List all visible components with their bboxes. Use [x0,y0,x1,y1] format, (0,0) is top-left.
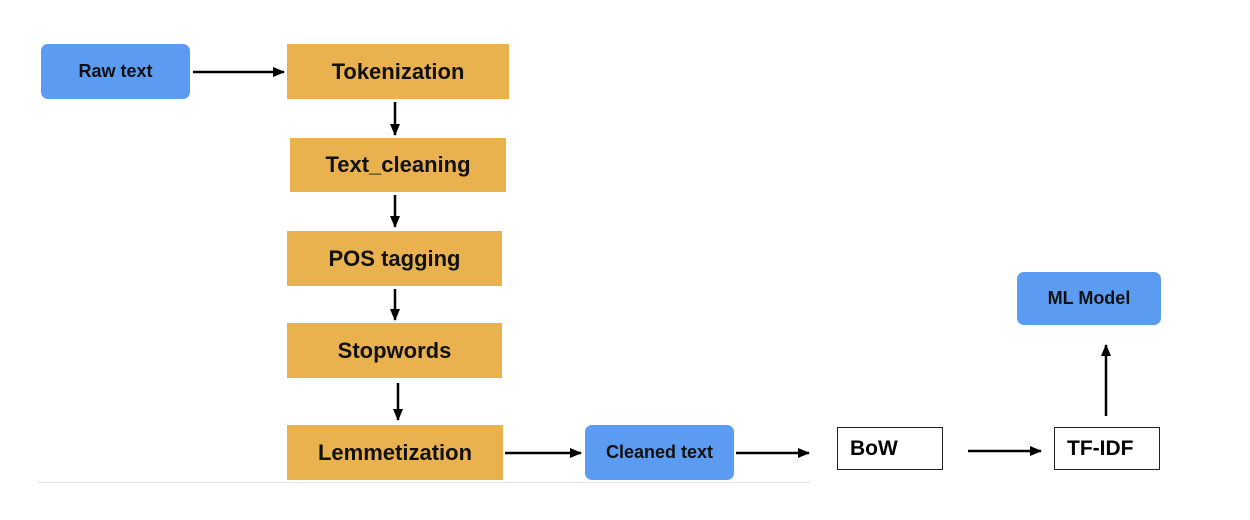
bow-label: BoW [850,436,898,460]
cleaned-text-node: Cleaned text [585,425,734,480]
stopwords-label: Stopwords [337,337,452,363]
pos-tagging-label: POS tagging [328,245,461,271]
lemmetization-node: Lemmetization [287,425,503,480]
raw-text-label: Raw text [78,61,153,81]
tf-idf-label: TF-IDF [1067,436,1134,460]
tf-idf-node: TF-IDF [1054,427,1160,470]
text-cleaning-node: Text_cleaning [290,138,506,192]
baseline-divider [38,482,810,483]
bow-node: BoW [837,427,943,470]
pos-tagging-node: POS tagging [287,231,502,286]
text-cleaning-label: Text_cleaning [325,152,471,177]
stopwords-node: Stopwords [287,323,502,378]
lemmetization-label: Lemmetization [317,439,473,465]
ml-model-node: ML Model [1017,272,1161,325]
ml-model-label: ML Model [1047,288,1131,308]
cleaned-text-label: Cleaned text [605,442,714,462]
tokenization-node: Tokenization [287,44,509,99]
tokenization-label: Tokenization [331,58,465,84]
raw-text-node: Raw text [41,44,190,99]
